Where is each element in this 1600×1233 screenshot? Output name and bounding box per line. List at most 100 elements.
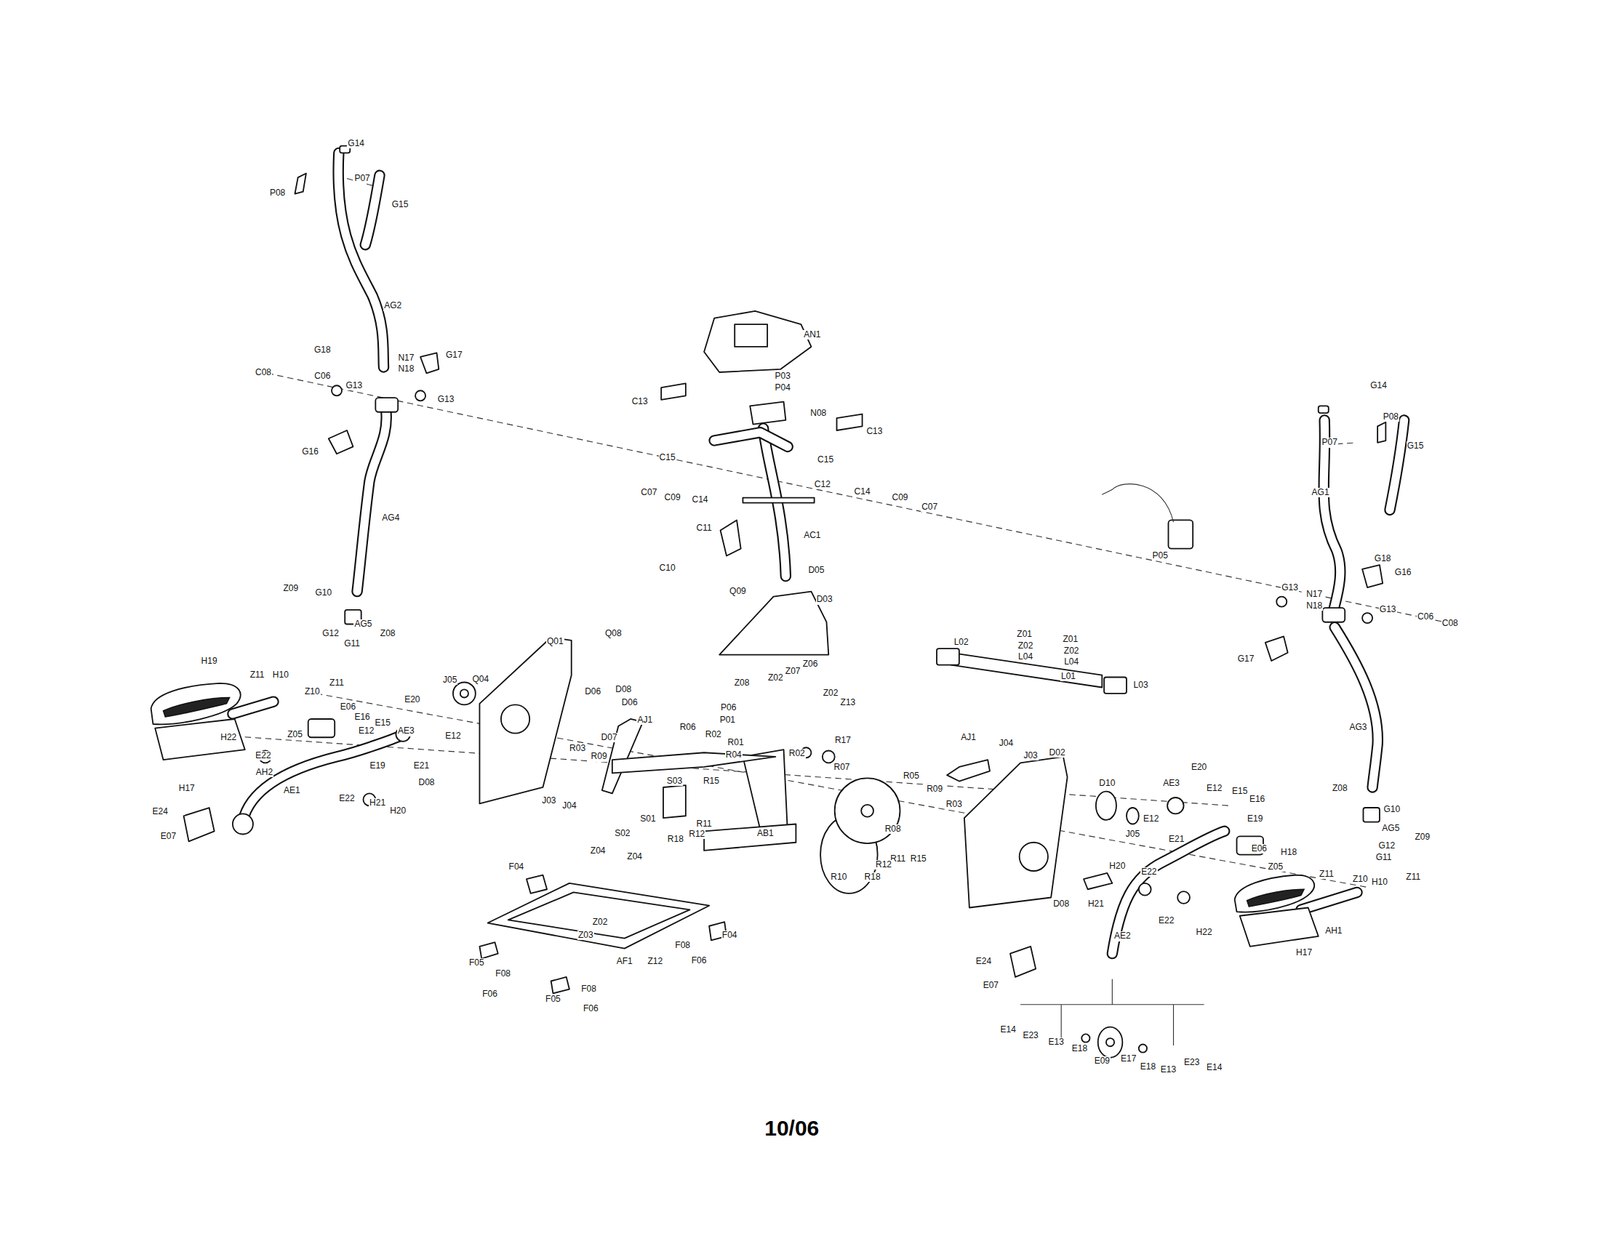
parts [151, 146, 1387, 1059]
callout-number: L03 [1133, 680, 1150, 691]
callout-number: C06 [313, 371, 331, 382]
callout-number: E19 [1246, 814, 1264, 824]
callout-number: Z02 [1063, 646, 1080, 656]
callout-number: R18 [666, 834, 685, 845]
callout-number: G17 [445, 350, 464, 360]
callout-number: Z08 [1331, 784, 1349, 794]
callout-number: AG2 [383, 301, 403, 311]
callout-number: Z08 [733, 678, 751, 688]
callout-number: D08 [614, 685, 632, 695]
callout-number: R12 [874, 860, 893, 870]
callout-number: G18 [313, 345, 332, 355]
callout-number: AF1 [616, 957, 634, 967]
callout-number: H19 [200, 656, 219, 667]
callout-number: E13 [1047, 1037, 1064, 1048]
callout-number: H22 [1195, 928, 1214, 938]
callout-number: J04 [998, 738, 1014, 749]
callout-number: R10 [829, 872, 848, 883]
callout-number: AH2 [255, 768, 274, 778]
callout-number: S03 [666, 776, 683, 787]
callout-number: D02 [1048, 748, 1067, 758]
callout-number: R17 [834, 736, 852, 746]
callout-number: R03 [568, 744, 587, 754]
callout-number: E20 [403, 695, 421, 705]
callout-number: L01 [1060, 672, 1077, 682]
callout-number: Z02 [767, 673, 784, 683]
callout-number: R03 [945, 800, 963, 810]
callout-number: E22 [254, 751, 272, 761]
callout-number: AG4 [381, 513, 400, 523]
callout-number: G13 [1378, 605, 1398, 615]
callout-number: G11 [1375, 853, 1393, 863]
callout-number: Q08 [604, 629, 623, 639]
callout-number: AG5 [1381, 824, 1400, 834]
callout-number: E22 [338, 794, 355, 804]
callout-number: Z12 [646, 957, 664, 967]
callout-number: Z08 [379, 629, 397, 639]
callout-number: Z05 [1266, 862, 1284, 872]
tubes [232, 152, 1405, 954]
callout-number: G10 [314, 588, 333, 598]
callout-number: R02 [704, 730, 723, 740]
callout-number: R01 [727, 738, 745, 748]
callout-number: H10 [1370, 877, 1389, 888]
callout-number: J05 [442, 675, 458, 686]
callout-number: H21 [1087, 899, 1105, 910]
callout-number: E13 [1160, 1065, 1177, 1075]
callout-number: AN1 [802, 330, 822, 340]
callout-number: C13 [631, 397, 649, 407]
callout-number: Z11 [249, 670, 266, 680]
callout-number: E18 [1139, 1062, 1157, 1072]
callout-number: H18 [1280, 848, 1298, 858]
callout-number: G18 [1373, 554, 1392, 564]
callout-number: G13 [437, 394, 456, 405]
callout-number: Z07 [784, 666, 802, 677]
callout-number: D06 [584, 687, 602, 697]
callout-number: E12 [444, 731, 462, 742]
callout-number: G11 [343, 639, 361, 649]
callout-number: H10 [272, 670, 290, 680]
callout-number: E14 [1205, 1063, 1223, 1073]
callout-number: E06 [339, 702, 357, 712]
callout-number: E24 [152, 807, 169, 817]
callout-number: AE1 [282, 786, 302, 796]
callout-number: G13 [345, 381, 364, 391]
callout-number: Q01 [546, 637, 565, 647]
callout-number: AG5 [353, 619, 373, 630]
callout-number: Z13 [840, 698, 857, 708]
callout-number: N17 [1305, 589, 1323, 600]
callout-number: P07 [1321, 437, 1339, 448]
callout-number: E24 [975, 957, 992, 967]
callout-number: R09 [925, 784, 944, 795]
callout-number: J03 [1022, 751, 1038, 761]
callout-number: P07 [353, 173, 371, 184]
callout-number: P06 [720, 703, 737, 713]
callout-number: Z05 [286, 730, 304, 740]
callout-number: D10 [1098, 778, 1116, 789]
axis-lines [234, 178, 1455, 888]
callout-number: AB1 [756, 829, 775, 839]
callout-number: H17 [1295, 948, 1313, 958]
callout-number: H20 [389, 806, 407, 816]
callout-number: Z10 [1352, 874, 1369, 885]
callout-number: R15 [909, 854, 928, 864]
callout-number: H20 [1108, 861, 1126, 872]
callout-number: AG3 [1348, 722, 1368, 733]
callout-number: D03 [816, 594, 834, 605]
callout-number: G14 [1369, 381, 1388, 391]
callout-number: J05 [1125, 829, 1141, 840]
callout-number: F06 [690, 956, 708, 966]
callout-number: C15 [816, 455, 835, 465]
callout-number: N17 [397, 353, 415, 363]
callout-number: Z10 [304, 687, 321, 697]
callout-number: F08 [494, 969, 512, 979]
callout-number: E16 [1248, 794, 1266, 805]
callout-number: Z06 [802, 659, 819, 670]
callout-number: R15 [702, 776, 720, 787]
callout-number: C07 [920, 502, 939, 512]
callout-number: P04 [773, 383, 791, 393]
callout-number: Z03 [577, 930, 595, 941]
callout-number: P03 [773, 371, 791, 382]
callout-number: N18 [1305, 601, 1323, 611]
callout-number: J03 [541, 796, 557, 806]
